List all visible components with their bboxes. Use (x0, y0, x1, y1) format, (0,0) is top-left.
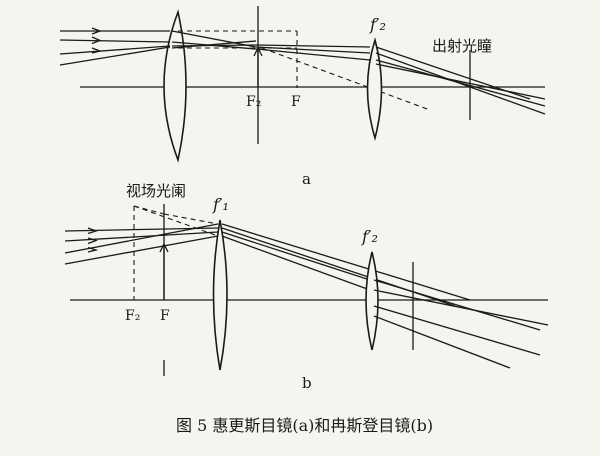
emerging-rays-a (375, 46, 546, 115)
label-field-stop: 视场光阑 (126, 182, 186, 200)
construction-dashes-a (178, 30, 431, 111)
label-F-b: F (160, 308, 170, 324)
label-f1-prime-b: f′₁ (212, 195, 229, 214)
incoming-rays-a (59, 27, 171, 66)
field-lens-a (163, 9, 187, 163)
label-F-a: F (291, 94, 301, 110)
panel-letter-a: a (302, 170, 311, 188)
construction-dashes-b (133, 205, 219, 237)
panel-letter-b: b (302, 374, 312, 392)
incoming-rays-b (64, 223, 219, 265)
label-F2-b: F₂ (125, 308, 140, 324)
eye-lens-b (365, 251, 379, 351)
label-F2-a: F₂ (246, 94, 261, 110)
converged-rays-a (171, 30, 371, 61)
panel-a-huygens: f′₂ 出射光瞳 F₂ F a (59, 6, 546, 188)
label-f2-prime-b: f′₂ (361, 227, 378, 246)
label-f2-prime-a: f′₂ (369, 15, 386, 34)
label-exit-pupil: 出射光瞳 (432, 37, 492, 55)
emerging-rays-b (373, 279, 549, 369)
figure-caption: 图 5 惠更斯目镜(a)和冉斯登目镜(b) (176, 416, 433, 435)
panel-b-ramsden: 视场光阑 f′₁ f′₂ F₂ F b (64, 182, 549, 392)
field-lens-b (212, 219, 228, 371)
mid-rays-b (221, 223, 471, 307)
